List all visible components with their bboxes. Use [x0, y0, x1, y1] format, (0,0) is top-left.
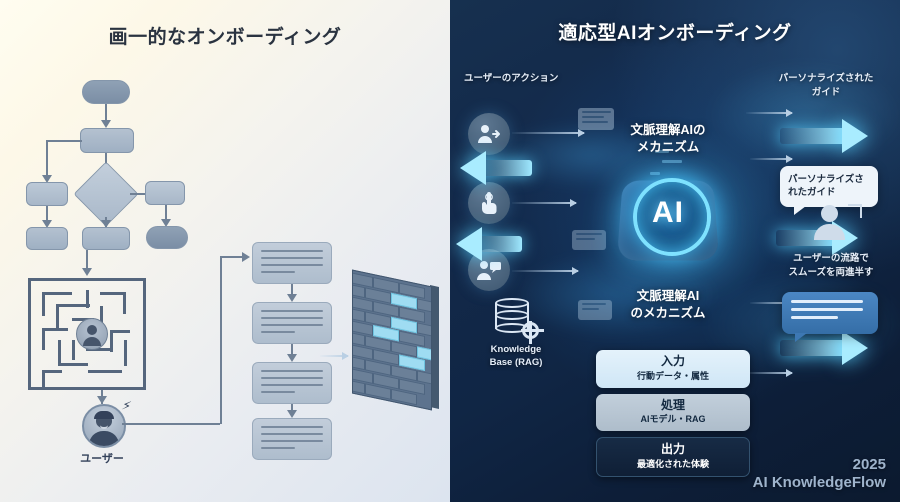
personalized-user-icon [812, 205, 848, 240]
inbound-arrow [512, 267, 579, 275]
database-icon [495, 298, 544, 344]
stack-box-title: 出力 [660, 442, 685, 457]
docs-to-wall-arrow [320, 352, 349, 360]
flow-node-leaf-left [26, 227, 68, 250]
flow-arrow [101, 120, 111, 128]
knowledge-base: Knowledge Base (RAG) [468, 298, 564, 370]
code-snippet-decoration [572, 230, 606, 250]
glow-decoration [510, 250, 720, 340]
code-bit-decoration [650, 172, 660, 175]
stack-box-title: 処理 [660, 397, 685, 412]
stack-box-input: 入力 行動データ・属性 [596, 350, 750, 388]
doc-arrow [287, 354, 297, 362]
flow-arrow [82, 268, 92, 276]
outbound-arrow [750, 155, 793, 163]
code-snippet-decoration [578, 300, 612, 320]
code-bit-decoration [655, 150, 669, 153]
doc-card [252, 418, 332, 460]
code-bit-decoration [662, 160, 682, 163]
user-avatar [82, 404, 126, 448]
outbound-arrow [746, 369, 793, 377]
left-panel: 画一的なオンボーディング [0, 0, 450, 502]
doc-card [252, 242, 332, 284]
user-action-icon [468, 113, 510, 155]
personalized-guide-label: パーソナライズされた ガイド [778, 73, 874, 98]
ai-glow-ring [633, 178, 711, 256]
outbound-arrow [746, 109, 793, 117]
stack-box-output: 出力 最適化された体験 [596, 437, 750, 477]
center-label-top: 文脈理解AIの メカニズム [630, 123, 706, 154]
flow-connector [165, 205, 167, 221]
click-hand-icon [468, 182, 510, 224]
center-label-bottom: 文脈理解AI のメカニズム [630, 289, 706, 320]
gear-icon [521, 321, 544, 344]
doc-arrow [287, 410, 297, 418]
maze-user-avatar [76, 318, 108, 350]
user-to-docs-connector [122, 423, 220, 425]
flow-connector [46, 206, 48, 222]
right-panel-title: 適応型AIオンボーディング [558, 23, 792, 44]
flow-connector [130, 193, 150, 195]
flow-node-branch-right [145, 181, 185, 205]
knowledge-base-label: Knowledge Base (RAG) [489, 344, 543, 369]
stack-box-subtitle: 最適化された体験 [636, 458, 709, 469]
stack-box-title: 入力 [660, 354, 685, 368]
inbound-arrow [512, 129, 585, 137]
doc-card [252, 302, 332, 344]
user-to-docs-connector [220, 256, 222, 424]
glow-decoration [490, 120, 690, 190]
flow-arrow [42, 175, 52, 183]
flow-node-branch-left [26, 182, 68, 206]
person-chat-glyph [468, 249, 510, 291]
docs-arrow [242, 252, 250, 262]
flow-connector [105, 104, 107, 122]
user-actions-label: ユーザーのアクション [464, 73, 559, 84]
flow-node-step1 [80, 128, 134, 153]
pointing-hand-glyph [468, 182, 510, 224]
doc-connector [291, 284, 293, 298]
right-panel: 適応型AIオンボーディング ユーザーのアクション [450, 0, 900, 502]
stress-icon: ⚡ [120, 397, 133, 414]
stack-box-process: 処理 AIモデル・RAG [596, 393, 750, 432]
inbound-arrow [512, 199, 577, 207]
flow-arrow [42, 220, 52, 228]
stack-box-subtitle: 行動データ・属性 [636, 370, 709, 381]
flow-connector [46, 140, 48, 178]
flow-connector [46, 140, 82, 142]
left-panel-title: 画一的なオンボーディング [108, 27, 342, 48]
flow-connector [86, 250, 88, 272]
stack-box-subtitle: AIモデル・RAG [640, 414, 706, 425]
maze-exit-arrow [97, 396, 107, 404]
doc-connector [291, 404, 293, 414]
flow-node-leaf-center [82, 227, 130, 250]
user-feedback-icon [468, 249, 510, 291]
code-snippet-decoration [578, 108, 614, 130]
user-label: ユーザー [80, 453, 124, 465]
doc-connector [291, 344, 293, 358]
user-to-docs-connector [220, 256, 246, 258]
ai-chip-label: AI [652, 196, 684, 229]
watermark-year: 2025 [852, 456, 886, 473]
maze-graphic [28, 278, 146, 390]
flow-caption: ユーザーの流路で スムーズを両進半す [788, 253, 874, 278]
person-arrow-glyph [468, 113, 510, 155]
chat-bubble [782, 292, 878, 342]
brick-wall [352, 269, 432, 411]
io-stack: 入力 行動データ・属性 処理 AIモデル・RAG 出力 最適化された体験 [596, 350, 750, 483]
watermark-brand: AI KnowledgeFlow [752, 474, 886, 491]
flow-arrow [101, 220, 111, 228]
flow-arrow [161, 219, 171, 227]
doc-arrow [287, 294, 297, 302]
scan-frame-icon [848, 204, 862, 218]
flow-node-start [82, 80, 130, 104]
flow-node-end [146, 226, 188, 249]
doc-card [252, 362, 332, 404]
guide-bubble: パーソナライズさ れたガイド [780, 166, 878, 215]
